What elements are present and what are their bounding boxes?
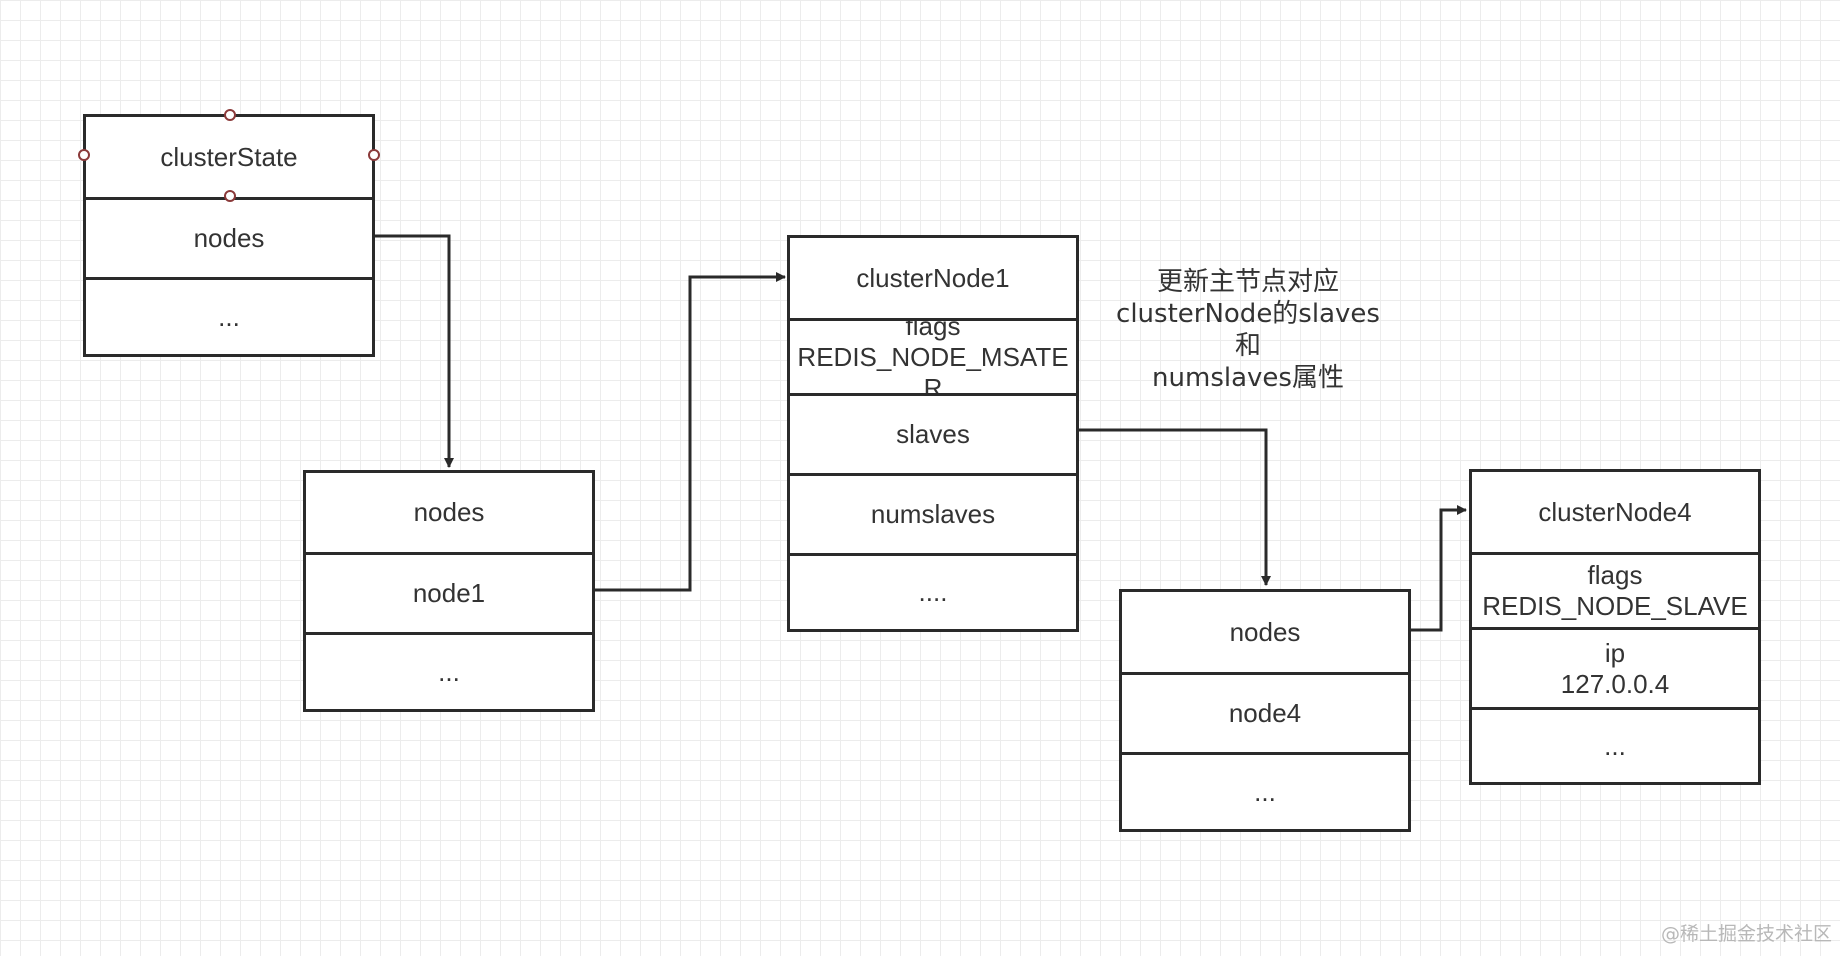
nodes-dict-4-ellipsis-cell: ...: [1122, 752, 1408, 829]
nodes-dict-1-box[interactable]: nodes node1 ...: [303, 470, 595, 712]
nodes-dict-1-header-cell: nodes: [306, 473, 592, 552]
cluster-node-1-title: clusterNode1: [856, 262, 1010, 293]
cluster-state-title: clusterState: [160, 141, 298, 172]
cluster-node-1-slaves: slaves: [896, 419, 970, 449]
cluster-state-title-cell: clusterState: [86, 117, 372, 197]
cluster-state-box[interactable]: clusterState nodes ...: [83, 114, 375, 357]
cluster-node-1-numslaves-cell: numslaves: [790, 473, 1076, 553]
annotation-line-2: clusterNode的slaves和: [1116, 299, 1380, 361]
nodes-dict-4-header-cell: nodes: [1122, 592, 1408, 672]
cluster-node-4-title: clusterNode4: [1538, 496, 1692, 527]
cluster-node-4-title-cell: clusterNode4: [1472, 472, 1758, 552]
cluster-node-4-ip-cell: ip 127.0.0.4: [1472, 627, 1758, 707]
cluster-node-4-ellipsis-cell: ...: [1472, 707, 1758, 782]
cluster-node-1-flags-cell: flags REDIS_NODE_MSATER: [790, 318, 1076, 393]
nodes-dict-1-ellipsis-cell: ...: [306, 632, 592, 709]
nodes-dict-4-node4-cell: node4: [1122, 672, 1408, 752]
cluster-state-nodes-cell: nodes: [86, 197, 372, 277]
arrow-clusterstate-nodes-to-dict1: [374, 234, 454, 468]
nodes-dict-1-node1-cell: node1: [306, 552, 592, 632]
nodes-dict-1-header: nodes: [413, 497, 485, 527]
cluster-node-1-ellipsis-cell: ....: [790, 553, 1076, 629]
nodes-dict-1-node1: node1: [412, 578, 486, 608]
cluster-node-1-slaves-cell: slaves: [790, 393, 1076, 473]
selection-handle-top[interactable]: [224, 109, 236, 121]
nodes-dict-4-node4: node4: [1228, 698, 1302, 728]
cluster-node-4-ip-value: 127.0.0.4: [1560, 668, 1670, 699]
cluster-node-4-flags-label: flags: [1587, 560, 1643, 590]
cluster-node-1-numslaves: numslaves: [870, 499, 996, 529]
cluster-node-1-box[interactable]: clusterNode1 flags REDIS_NODE_MSATER sla…: [787, 235, 1079, 632]
annotation-line-1: 更新主节点对应: [1156, 267, 1339, 297]
annotation-line-3: numslaves属性: [1152, 363, 1344, 393]
cluster-node-1-flags-value: REDIS_NODE_MSATER: [797, 341, 1069, 394]
arrow-node1-to-clusternode1: [595, 272, 786, 592]
nodes-dict-1-ellipsis: ...: [438, 656, 460, 687]
cluster-node-1-title-cell: clusterNode1: [790, 238, 1076, 318]
selection-handle-left[interactable]: [78, 149, 90, 161]
annotation-note: 更新主节点对应 clusterNode的slaves和 numslaves属性: [1105, 266, 1391, 394]
cluster-state-ellipsis: ...: [218, 301, 240, 332]
nodes-dict-4-box[interactable]: nodes node4 ...: [1119, 589, 1411, 832]
nodes-dict-4-ellipsis: ...: [1254, 776, 1276, 807]
cluster-node-4-ip-label: ip: [1604, 637, 1626, 668]
arrow-node4-to-clusternode4: [1410, 505, 1467, 632]
cluster-node-1-flags-label: flags: [905, 318, 961, 341]
selection-handle-right[interactable]: [368, 149, 380, 161]
cluster-node-4-ellipsis: ...: [1604, 730, 1626, 761]
cluster-node-1-ellipsis: ....: [918, 577, 948, 607]
cluster-state-nodes-label: nodes: [193, 223, 265, 253]
cluster-state-ellipsis-cell: ...: [86, 277, 372, 354]
arrow-slaves-to-dict4: [1078, 428, 1271, 586]
cluster-node-4-flags-cell: flags REDIS_NODE_SLAVE: [1472, 552, 1758, 627]
selection-handle-bottom[interactable]: [224, 190, 236, 202]
cluster-node-4-flags-value: REDIS_NODE_SLAVE: [1482, 591, 1748, 621]
nodes-dict-4-header: nodes: [1229, 616, 1301, 647]
cluster-node-4-box[interactable]: clusterNode4 flags REDIS_NODE_SLAVE ip 1…: [1469, 469, 1761, 785]
watermark: @稀土掘金技术社区: [1660, 923, 1832, 945]
